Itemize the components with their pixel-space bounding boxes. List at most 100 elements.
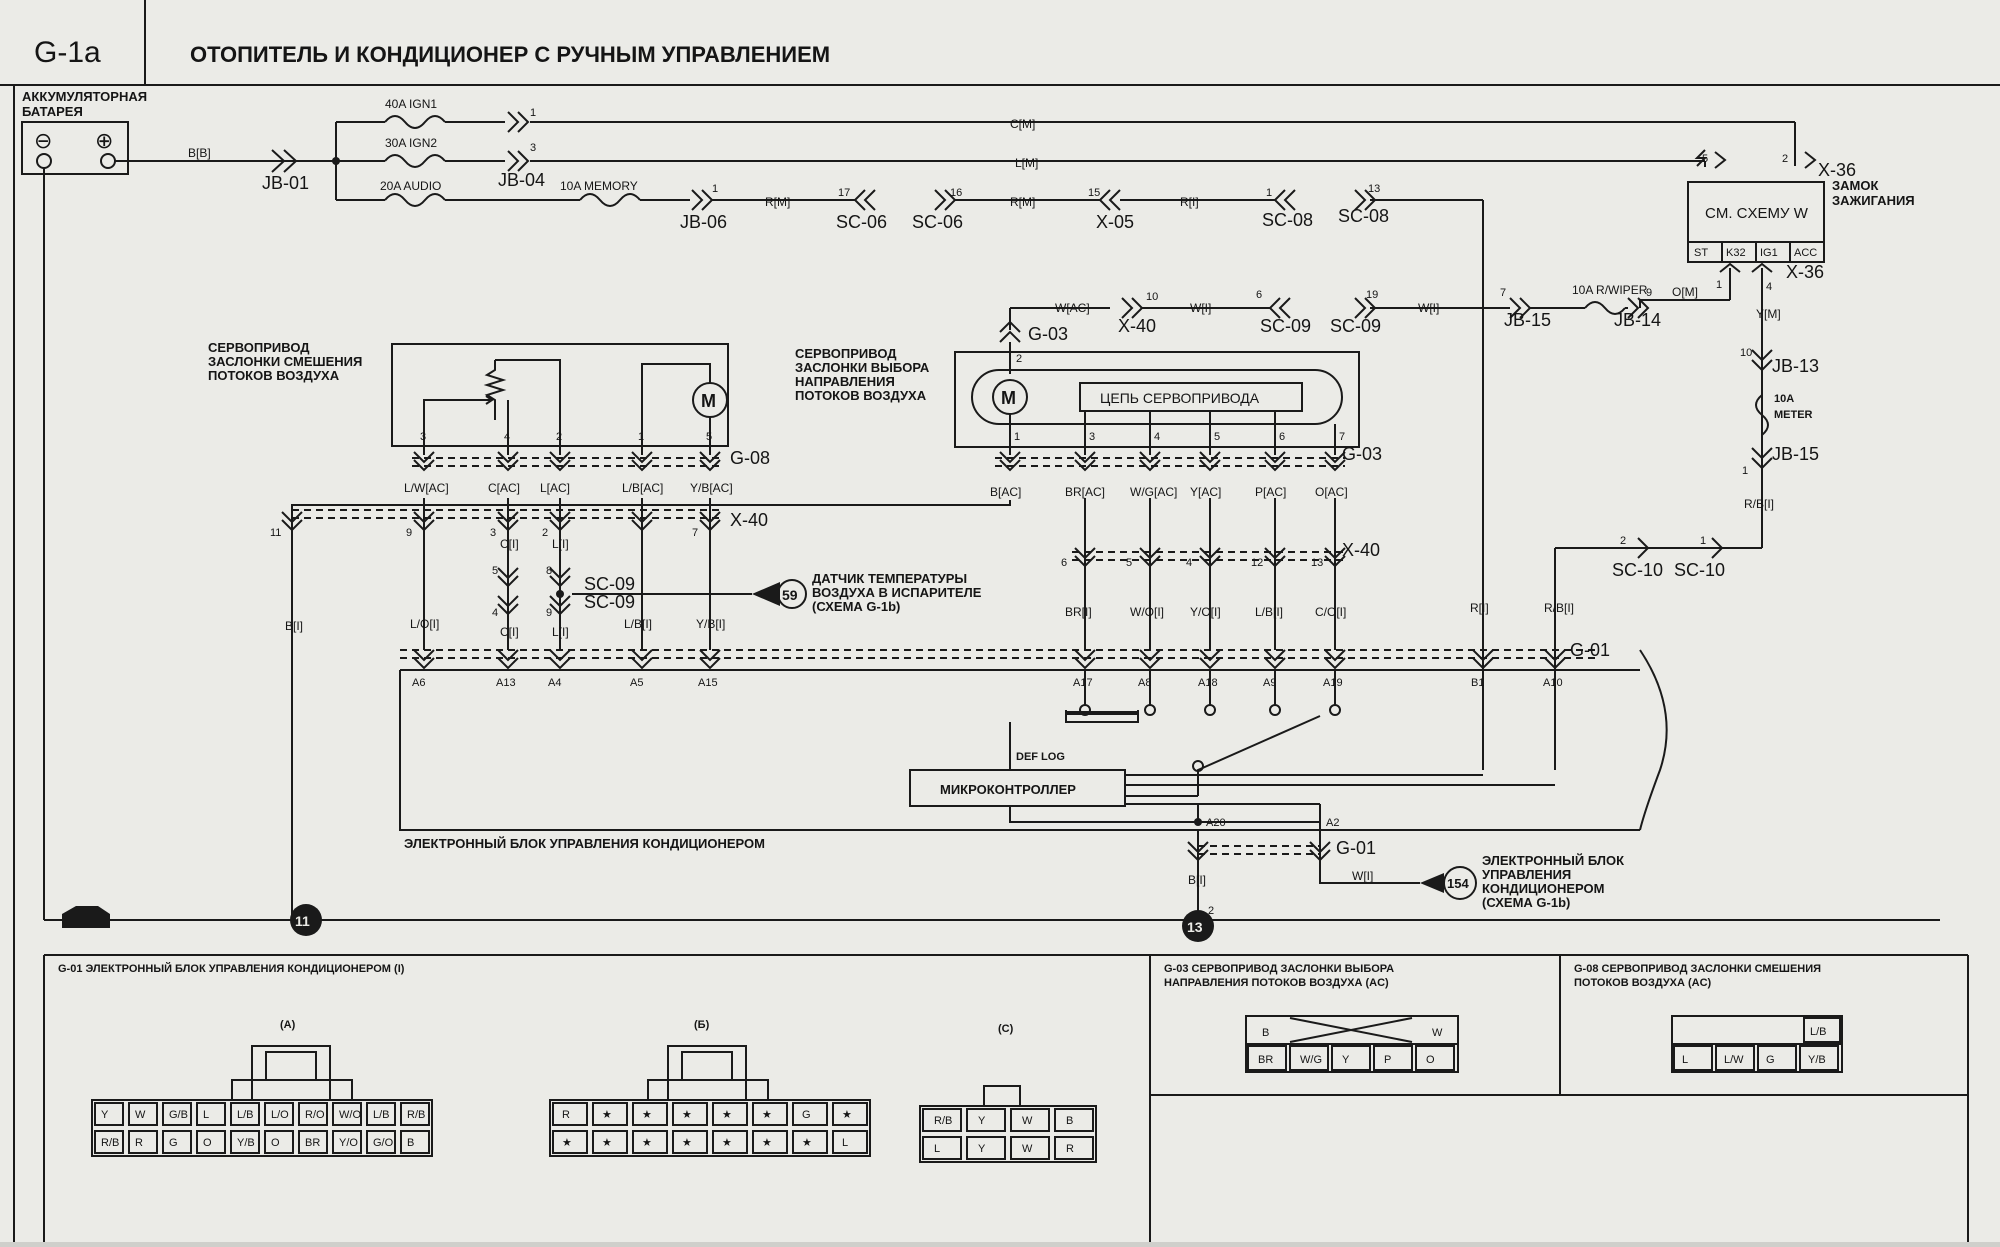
svg-text:9: 9 <box>1646 287 1652 299</box>
connector-cell: G <box>169 1137 178 1149</box>
connector-cell: BR <box>305 1137 320 1149</box>
mode-wire-label: P[AC] <box>1255 485 1286 499</box>
wire-battery: B[B] <box>188 146 211 160</box>
x40-mode-pin: 13 <box>1311 557 1323 569</box>
ecu-ref-label-4: (СХЕМА G-1b) <box>1482 895 1570 910</box>
connector-cell: L/B <box>237 1109 254 1121</box>
battery-label-1: АККУМУЛЯТОРНАЯ <box>22 89 147 104</box>
conn-sc06b: SC-06 <box>912 212 963 232</box>
connector-cell: L <box>842 1137 848 1149</box>
connector-b-label: (Б) <box>694 1019 710 1031</box>
svg-text:ST: ST <box>1694 247 1708 259</box>
x40-mix-pin: 9 <box>406 527 412 539</box>
x40-mix-pin: 3 <box>490 527 496 539</box>
wire-rbi2: R/B[I] <box>1544 601 1574 615</box>
g03-cell: O <box>1426 1054 1435 1066</box>
microcontroller-label: МИКРОКОНТРОЛЛЕР <box>940 782 1076 797</box>
wire-li1: L[I] <box>552 537 569 551</box>
mode-actuator-track <box>971 369 1343 425</box>
conn-g01a: G-01 <box>1570 640 1610 660</box>
sc09-pin: 4 <box>492 607 498 619</box>
connector-cell: W/O <box>339 1109 361 1121</box>
ecu-pin: A6 <box>412 677 425 689</box>
sc09-pin: 5 <box>492 565 498 577</box>
fuse-meter-b: METER <box>1774 409 1813 421</box>
svg-text:K32: K32 <box>1726 247 1746 259</box>
ecu-pin: A4 <box>548 677 561 689</box>
wire-wi3: W[I] <box>1352 869 1373 883</box>
svg-text:10: 10 <box>1146 291 1158 303</box>
conn-g01b: G-01 <box>1336 838 1376 858</box>
connector-cell: ★ <box>842 1109 852 1121</box>
battery-label-2: БАТАРЕЯ <box>22 104 83 119</box>
sensor-ref-label-1: ДАТЧИК ТЕМПЕРАТУРЫ <box>812 571 967 586</box>
connector-cell: ★ <box>642 1109 652 1121</box>
fuse-audio: 20A AUDIO <box>380 179 441 193</box>
ecu-pin: A19 <box>1323 677 1343 689</box>
mode-actuator-label-3: НАПРАВЛЕНИЯ <box>795 374 895 389</box>
svg-text:7: 7 <box>1500 287 1506 299</box>
x40-mix-pin: 2 <box>542 527 548 539</box>
connector-cell: Y/O <box>339 1137 358 1149</box>
conn-sc08a: SC-08 <box>1262 210 1313 230</box>
g08-cell: L/B <box>1810 1026 1827 1038</box>
x40-mode-pin: 12 <box>1251 557 1263 569</box>
svg-text:ACC: ACC <box>1794 247 1817 259</box>
connector-cell: ★ <box>722 1109 732 1121</box>
fuse-rwiper: 10A R/WIPER <box>1572 283 1648 297</box>
connector-cell: R/B <box>101 1137 119 1149</box>
sensor-ref-badge <box>777 579 807 609</box>
wire-om: O[M] <box>1672 285 1698 299</box>
wire-lm: L[M] <box>1015 156 1038 170</box>
x40-mode-pin: 5 <box>1126 557 1132 569</box>
ecu-ref-label-2: УПРАВЛЕНИЯ <box>1482 867 1571 882</box>
mode-pin: 5 <box>1214 431 1220 443</box>
wire-rm1: R[M] <box>765 195 790 209</box>
wire-bi2: B[I] <box>1188 873 1206 887</box>
mix-actuator-label-1: СЕРВОПРИВОД <box>208 340 310 355</box>
wire-wac: W[AC] <box>1055 301 1090 315</box>
connector-cell: ★ <box>762 1109 772 1121</box>
x40-mode-pin: 6 <box>1061 557 1067 569</box>
mode-wire-lower: BR[I] <box>1065 605 1092 619</box>
conn-sc08b: SC-08 <box>1338 206 1389 226</box>
ignition-switch-label-2: ЗАЖИГАНИЯ <box>1832 193 1915 208</box>
svg-text:2: 2 <box>1208 905 1214 917</box>
wire-ci2: C[I] <box>500 625 519 639</box>
connector-cell: ★ <box>802 1137 812 1149</box>
svg-text:1: 1 <box>1716 279 1722 291</box>
ecu-pin: A17 <box>1073 677 1093 689</box>
conn-x36b: X-36 <box>1786 262 1824 282</box>
ecu-pin: A13 <box>496 677 516 689</box>
svg-text:3: 3 <box>530 142 536 154</box>
diagram-title: ОТОПИТЕЛЬ И КОНДИЦИОНЕР С РУЧНЫМ УПРАВЛЕ… <box>190 42 830 67</box>
ignition-switch-label-1: ЗАМОК <box>1832 178 1878 193</box>
svg-text:IG1: IG1 <box>1760 247 1778 259</box>
connector-cell: L <box>203 1109 209 1121</box>
svg-text:1: 1 <box>712 183 718 195</box>
connector-cell: W <box>135 1109 146 1121</box>
wire-cm: C[M] <box>1010 117 1035 131</box>
ecu-pin: A9 <box>1263 677 1276 689</box>
connector-cell: B <box>1066 1115 1073 1127</box>
svg-text:16: 16 <box>950 187 962 199</box>
conn-x40a: X-40 <box>1118 316 1156 336</box>
g03-cell: W <box>1432 1027 1443 1039</box>
diagram-code: G-1a <box>34 36 101 69</box>
mix-pin: 5 <box>706 431 712 443</box>
mode-wire-lower: C/O[I] <box>1315 605 1346 619</box>
conn-x40c: X-40 <box>1342 540 1380 560</box>
connector-cell: G <box>802 1109 811 1121</box>
conn-jb06: JB-06 <box>680 212 727 232</box>
connector-cell: ★ <box>602 1137 612 1149</box>
ground-11-label: 11 <box>295 913 310 929</box>
g03-cell: B <box>1262 1027 1269 1039</box>
sensor-ref-label-3: (СХЕМА G-1b) <box>812 599 900 614</box>
servo-circuit-box <box>1079 382 1303 412</box>
g08-cell: L <box>1682 1054 1688 1066</box>
wire-ri1: R[I] <box>1180 195 1199 209</box>
conn-jb15b: JB-15 <box>1772 444 1819 464</box>
